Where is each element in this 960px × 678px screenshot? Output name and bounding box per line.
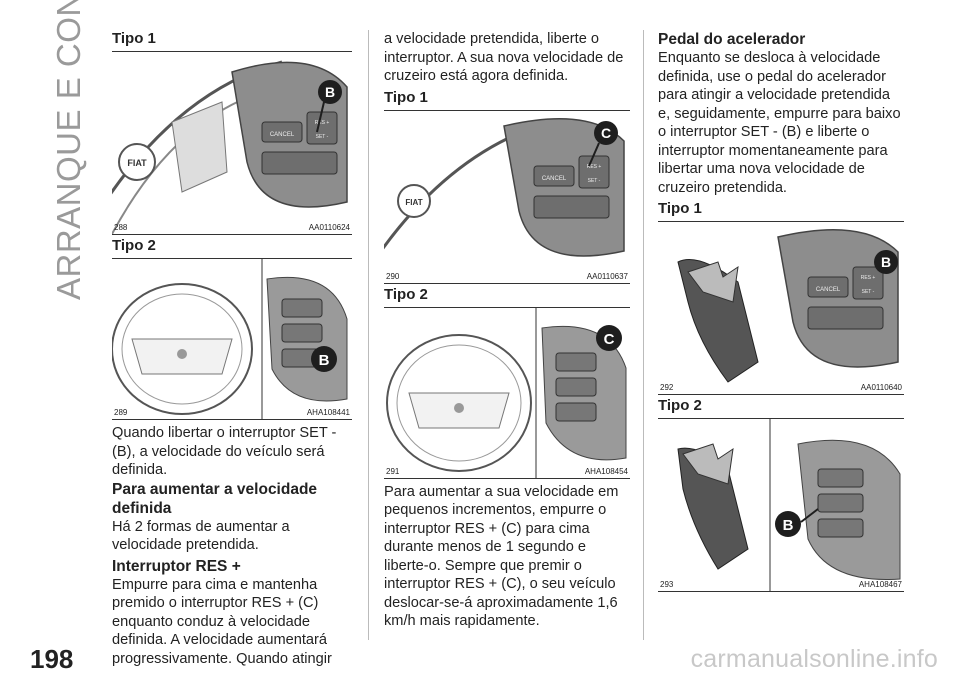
svg-text:SET -: SET -: [588, 178, 601, 184]
figure-number: 293: [660, 580, 674, 589]
heading-tipo2: Tipo 2: [658, 397, 702, 414]
figure-289: B 289 AHA108441: [112, 258, 352, 420]
steering-wheel-buttons-illustration: B: [112, 259, 348, 419]
svg-text:CANCEL: CANCEL: [270, 132, 295, 138]
section-heading: Interruptor RES +: [112, 557, 241, 575]
svg-text:FIAT: FIAT: [405, 198, 422, 207]
svg-text:C: C: [601, 125, 611, 141]
figure-code: AHA108454: [584, 466, 628, 476]
svg-text:CANCEL: CANCEL: [542, 176, 567, 182]
figure-number: 289: [114, 408, 128, 417]
svg-text:RES +: RES +: [861, 275, 876, 281]
svg-text:SET -: SET -: [316, 134, 329, 140]
section-heading: Para aumentar a velocidade definida: [112, 480, 318, 517]
steering-wheel-buttons-illustration: FIAT CANCEL RES + SET - B: [112, 60, 348, 234]
svg-text:RES +: RES +: [587, 164, 602, 170]
figure-code: AA0110640: [860, 383, 902, 392]
section-heading: Pedal do acelerador: [658, 31, 806, 48]
column-divider: [368, 30, 369, 640]
figure-292: CANCEL RES + SET - B 292 AA0110640: [658, 221, 904, 395]
column-2: a velocidade pretendida, liberte o inter…: [384, 30, 630, 631]
figure-code: AA0110637: [586, 271, 628, 281]
column-1: Tipo 1 FIAT CANCEL RES + SET - B 288 AA0…: [112, 30, 352, 668]
pedal-and-buttons-illustration: B: [677, 419, 901, 591]
svg-text:B: B: [319, 352, 330, 369]
column-3: Pedal do acelerador Enquanto se desloca …: [658, 30, 904, 592]
svg-text:FIAT: FIAT: [127, 158, 147, 168]
watermark: carmanualsonline.info: [690, 645, 938, 673]
svg-text:B: B: [325, 84, 335, 100]
column-divider: [643, 30, 644, 640]
callout-badge: [874, 250, 898, 274]
page-number: 198: [30, 644, 74, 674]
paragraph: Empurre para cima e mantenha premido o i…: [112, 576, 332, 667]
arrow-down-icon: [682, 443, 734, 485]
figure-291: C 291 AHA108454: [384, 306, 630, 479]
svg-text:C: C: [604, 331, 615, 348]
paragraph: Quando libertar o interruptor SET - (B),…: [112, 425, 337, 478]
pedal-and-buttons-illustration: CANCEL RES + SET - B: [677, 229, 899, 383]
callout-badge: [311, 346, 337, 372]
figure-code: AA0110624: [308, 223, 350, 232]
paragraph: Enquanto se desloca à velocidade definid…: [658, 50, 901, 196]
chapter-side-title: ARRANQUE E CONDUÇÃO: [30, 0, 100, 320]
arrow-down-icon: [687, 261, 739, 303]
figure-290: FIAT CANCEL RES + SET - C 290 AA0110637: [384, 109, 630, 284]
figure-number: 290: [386, 271, 400, 281]
paragraph: Para aumentar a sua velocidade em pequen…: [384, 483, 619, 630]
callout-badge: [596, 324, 622, 351]
paragraph: a velocidade pretendida, liberte o inter…: [384, 31, 624, 84]
figure-293: B 293 AHA108467: [658, 418, 904, 592]
svg-text:B: B: [881, 254, 891, 270]
figure-code: AHA108441: [306, 408, 350, 417]
figure-number: 291: [386, 466, 400, 476]
callout-badge: [594, 120, 618, 145]
fiat-logo-icon: [118, 143, 156, 181]
steering-wheel-buttons-illustration: FIAT CANCEL RES + SET - C: [384, 117, 625, 257]
accelerator-pedal-icon: [677, 259, 759, 383]
fiat-logo-icon: [397, 183, 431, 218]
figure-number: 292: [660, 383, 674, 392]
svg-text:CANCEL: CANCEL: [816, 287, 841, 293]
paragraph: Há 2 formas de aumentar a velocidade pre…: [112, 518, 290, 554]
figure-number: 288: [114, 223, 128, 232]
svg-text:B: B: [783, 517, 794, 534]
svg-text:RES +: RES +: [315, 120, 330, 126]
heading-tipo1: Tipo 1: [112, 30, 156, 47]
figure-code: AHA108467: [858, 580, 902, 589]
svg-text:SET -: SET -: [862, 289, 875, 295]
heading-tipo2: Tipo 2: [384, 285, 428, 303]
heading-tipo1: Tipo 1: [658, 200, 702, 217]
callout-badge: [318, 80, 342, 104]
steering-wheel-buttons-illustration: C: [386, 307, 627, 478]
heading-tipo1: Tipo 1: [384, 88, 428, 106]
callout-badge: [775, 511, 801, 537]
figure-288: FIAT CANCEL RES + SET - B 288 AA0110624: [112, 51, 352, 235]
heading-tipo2: Tipo 2: [112, 237, 156, 254]
chapter-title-text: ARRANQUE E CONDUÇÃO: [50, 0, 87, 300]
